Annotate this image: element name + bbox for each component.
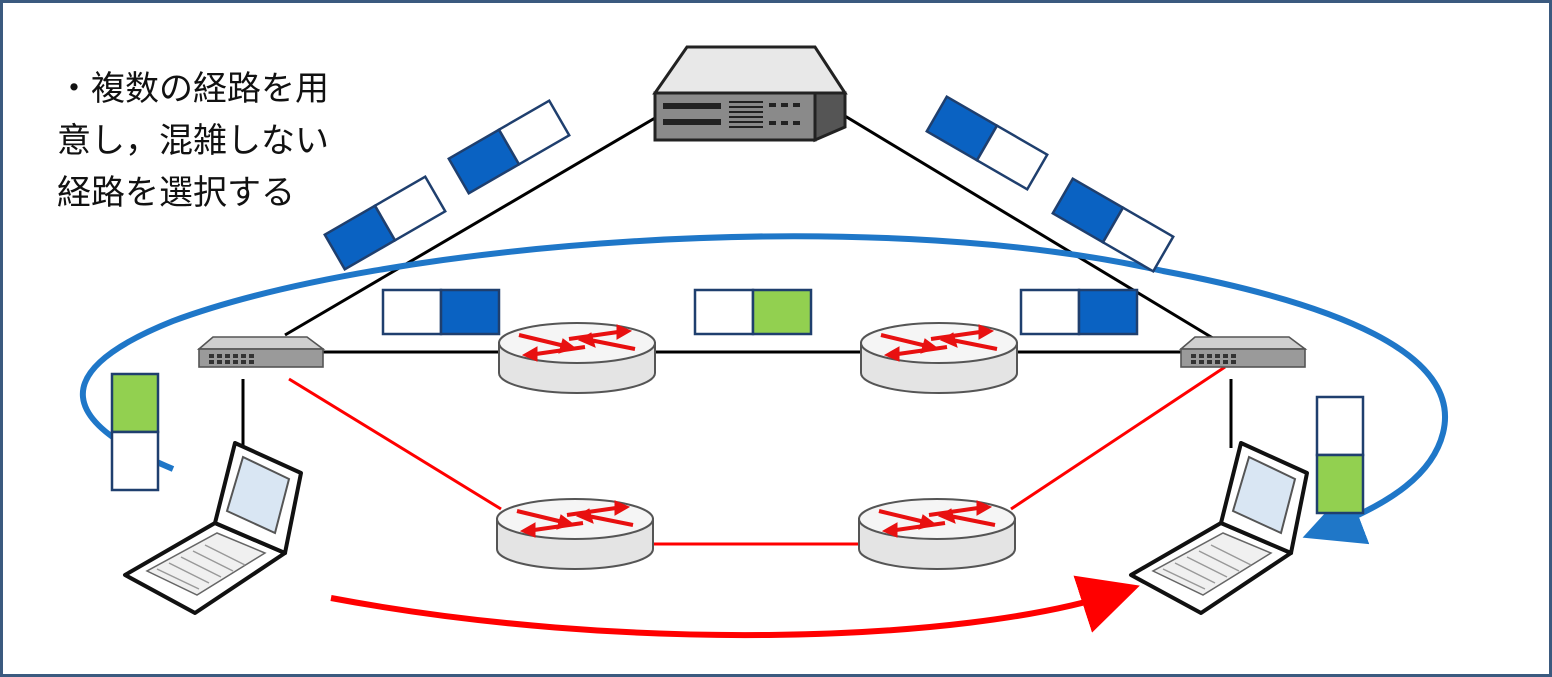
description-line-3: 経路を選択する	[57, 173, 295, 213]
core-switch-icon	[652, 45, 848, 143]
queue-indicator-upper-right-link-2	[1051, 176, 1175, 274]
receiver-laptop-icon	[1129, 441, 1309, 615]
queue-slot-empty	[693, 288, 755, 336]
selected-link-right	[1010, 365, 1226, 511]
congested-flow-arrow	[80, 233, 1448, 545]
selected-link-left	[288, 377, 502, 511]
queue-indicator-top-router-path-1	[381, 288, 501, 336]
network-links	[241, 108, 1233, 546]
router-icon-lower-left	[495, 497, 655, 571]
queue-indicator-receiver-1	[1315, 395, 1365, 515]
queue-indicator-sender-1	[110, 372, 160, 492]
queue-indicator-top-router-path-3	[1019, 288, 1139, 336]
queue-indicator-upper-left-link-2	[447, 98, 571, 196]
queue-slot-filled	[1077, 288, 1139, 336]
router-icon-upper-left	[497, 321, 657, 395]
right-switch-icon	[1180, 336, 1306, 368]
queue-slot-empty	[497, 98, 571, 167]
queue-slot-empty	[975, 123, 1049, 192]
queue-indicators	[110, 94, 1365, 515]
queue-slot-filled	[439, 288, 501, 336]
link-left-switch-core	[284, 116, 656, 337]
queue-indicator-upper-right-link-1	[925, 94, 1049, 192]
description-line-2: 意し，混雑しない	[57, 121, 329, 161]
queue-indicator-top-router-path-2	[693, 288, 813, 336]
description-text: ・複数の経路を用 意し，混雑しない 経路を選択する	[57, 63, 329, 219]
queue-slot-empty	[373, 174, 447, 243]
queue-slot-free	[751, 288, 813, 336]
description-line-1: ・複数の経路を用	[57, 69, 329, 109]
queue-slot-empty	[110, 430, 160, 492]
selected-route-arrow	[330, 575, 1140, 639]
queue-slot-empty	[381, 288, 443, 336]
queue-slot-empty	[1315, 395, 1365, 457]
router-icon-upper-right	[859, 321, 1019, 395]
router-icon-lower-right	[857, 497, 1017, 571]
network-diagram	[80, 45, 1448, 639]
queue-slot-empty	[1101, 205, 1175, 274]
queue-slot-empty	[1019, 288, 1081, 336]
queue-indicator-upper-left-link-1	[323, 174, 447, 272]
left-switch-icon	[198, 336, 324, 368]
queue-slot-free	[110, 372, 160, 434]
queue-slot-free	[1315, 453, 1365, 515]
link-core-right-switch	[834, 108, 1222, 345]
